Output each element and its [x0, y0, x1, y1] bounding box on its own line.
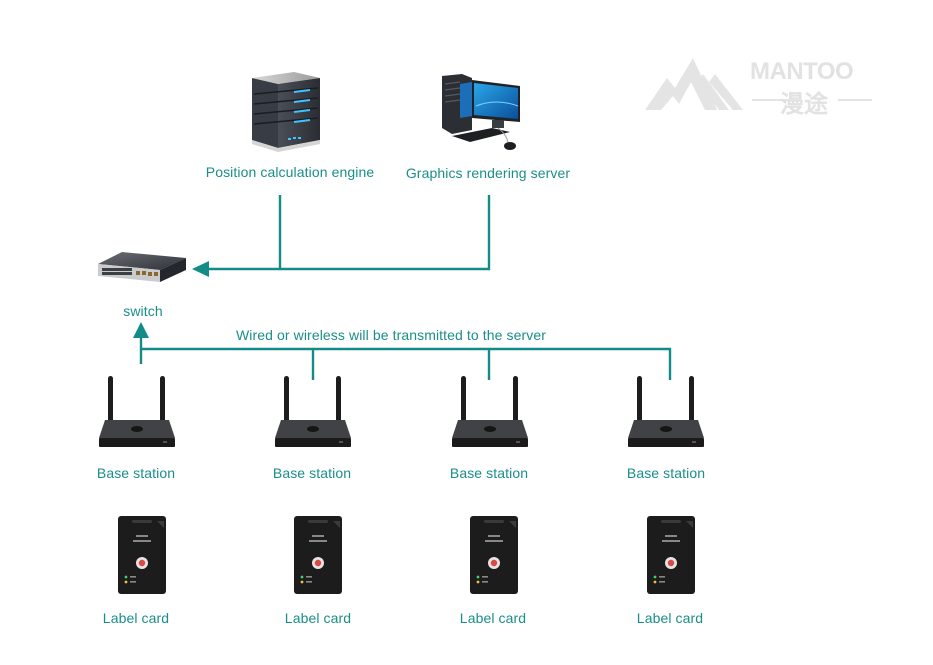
arrow-up-icon	[133, 322, 149, 338]
label-card-label: Label card	[284, 610, 352, 626]
brand-name: MANTOO	[750, 58, 854, 85]
router-icon	[99, 376, 175, 447]
label-card-label: Label card	[636, 610, 704, 626]
brand-name-cn: 漫途	[780, 91, 828, 118]
base-station-label: Base station	[449, 465, 529, 481]
network-switch-icon	[98, 252, 186, 282]
tag-card-icon	[647, 516, 695, 594]
base-station-label: Base station	[96, 465, 176, 481]
tag-card-icon	[118, 516, 166, 594]
tag-card-icon	[470, 516, 518, 594]
mountain-logo-icon	[645, 58, 743, 110]
label-card-label: Label card	[459, 610, 527, 626]
router-icon	[452, 376, 528, 447]
label-card-label: Label card	[102, 610, 170, 626]
router-icon	[628, 376, 704, 447]
desktop-computer-icon	[442, 74, 520, 150]
brand-divider-left	[752, 99, 790, 101]
server-tower-icon	[252, 72, 320, 152]
arrow-left-icon	[192, 261, 209, 277]
router-icon	[275, 376, 351, 447]
link-caption: Wired or wireless will be transmitted to…	[235, 327, 547, 343]
base-station-label: Base station	[626, 465, 706, 481]
base-station-label: Base station	[272, 465, 352, 481]
brand-divider-right	[838, 99, 872, 101]
graphics-server-label: Graphics rendering server	[405, 165, 571, 181]
position-engine-label: Position calculation engine	[205, 164, 375, 180]
tag-card-icon	[294, 516, 342, 594]
switch-label: switch	[123, 303, 163, 319]
